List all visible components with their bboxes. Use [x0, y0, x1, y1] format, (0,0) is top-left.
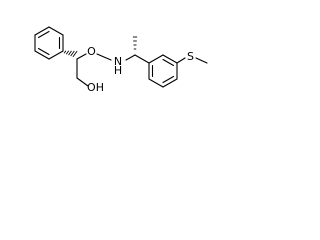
bond-ring2-double-2	[162, 75, 175, 84]
hash-1	[63, 50, 67, 54]
bond-ring2-e	[148, 78, 164, 88]
atom-oxygen-ether: O	[87, 45, 96, 58]
bond-s-methyl	[195, 57, 208, 64]
bond-ring1-b	[48, 26, 64, 36]
atom-sulfur: S	[187, 50, 194, 63]
hash-3	[68, 50, 72, 56]
bond-ring1-double-3	[37, 47, 50, 56]
structure-canvas: O N H OH S	[0, 0, 288, 120]
bond-ring2-s	[176, 57, 186, 64]
bond-ch2-oh	[76, 77, 89, 87]
bond-c2-ring2	[134, 54, 150, 64]
bond-ring2-b	[162, 54, 178, 64]
bond-ring1-a	[34, 26, 50, 36]
bond-c1-o	[76, 53, 87, 60]
bond-n-c2	[125, 54, 136, 61]
bond-ring2-a	[148, 54, 164, 64]
right-phenyl-ring	[148, 54, 178, 88]
bond-ring2-double-1	[162, 58, 175, 67]
atom-hydroxyl: OH	[87, 81, 104, 94]
atom-nitrogen: N	[114, 55, 122, 68]
bond-o-n	[96, 53, 112, 61]
hash-4	[70, 50, 75, 57]
stereocenter-2	[132, 36, 138, 50]
molecule-drawing: O N H OH S	[34, 26, 208, 94]
hash-2	[65, 50, 70, 55]
bond-ring1-double-1	[37, 30, 50, 39]
bond-ring1-e	[34, 50, 50, 60]
left-phenyl-ring	[34, 26, 64, 60]
bond-ring1-d	[48, 50, 64, 60]
atom-hydrogen-on-n: H	[114, 64, 122, 77]
hash-5	[72, 50, 78, 58]
stereocenter-1	[63, 50, 78, 58]
bond-ring2-d	[162, 78, 178, 88]
